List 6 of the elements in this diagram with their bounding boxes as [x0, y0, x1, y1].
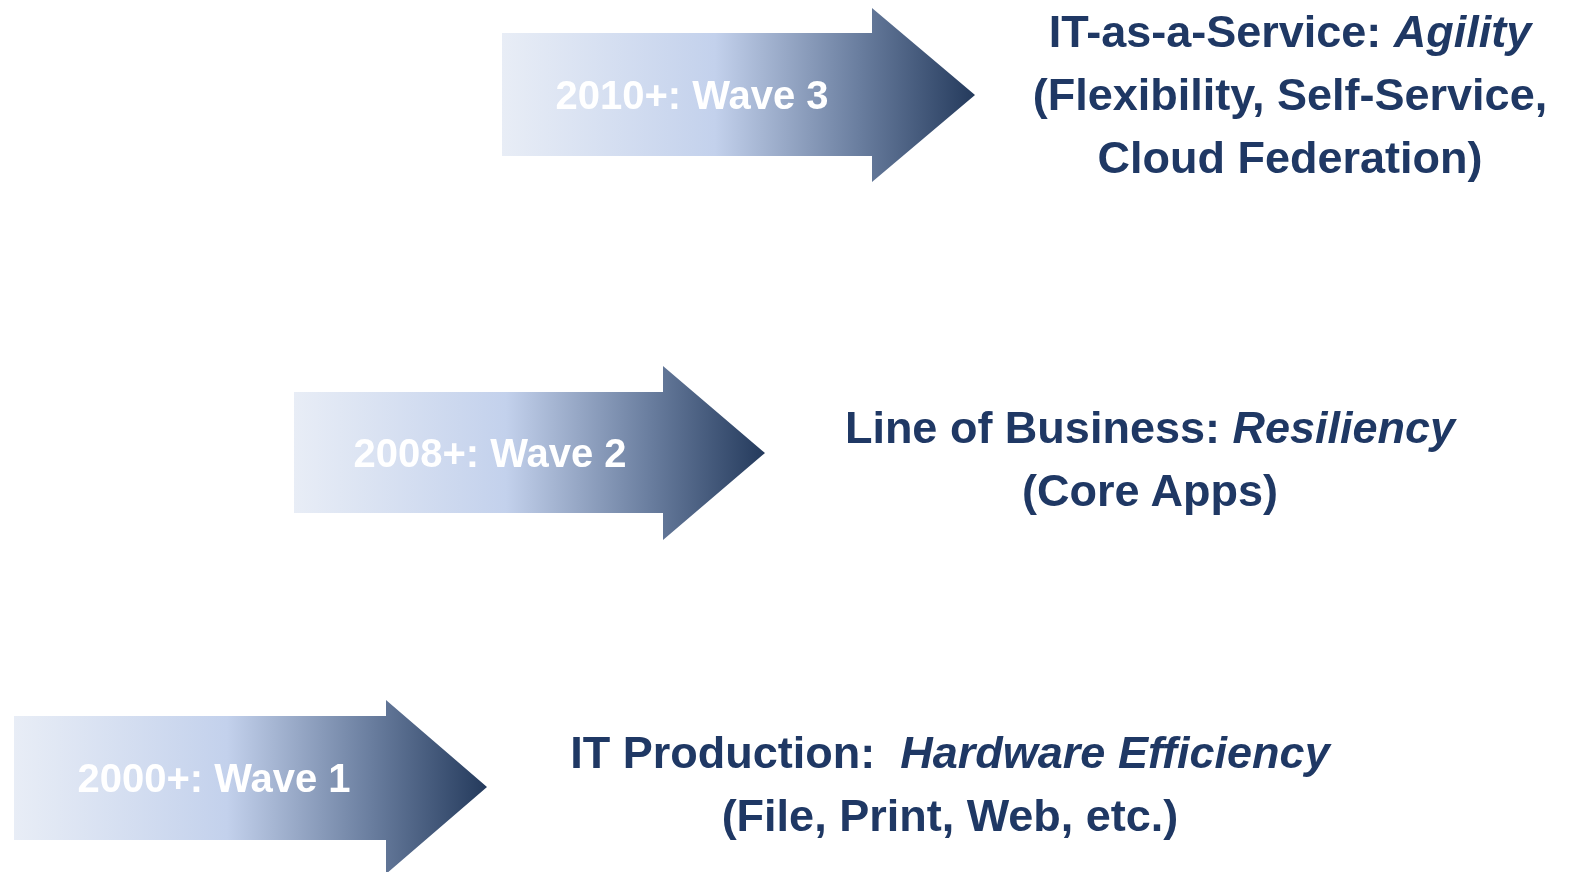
- wave-heading: IT-as-a-Service: Agility: [1048, 5, 1532, 59]
- wave-heading: Line of Business: Resiliency: [844, 401, 1456, 455]
- wave-heading: IT Production: Hardware Efficiency: [570, 726, 1330, 780]
- wave-description: (Flexibility, Self-Service, Cloud Federation): [1031, 68, 1549, 185]
- wave-description: (Core Apps): [1022, 464, 1278, 518]
- wave-description: (File, Print, Web, etc.): [721, 789, 1179, 843]
